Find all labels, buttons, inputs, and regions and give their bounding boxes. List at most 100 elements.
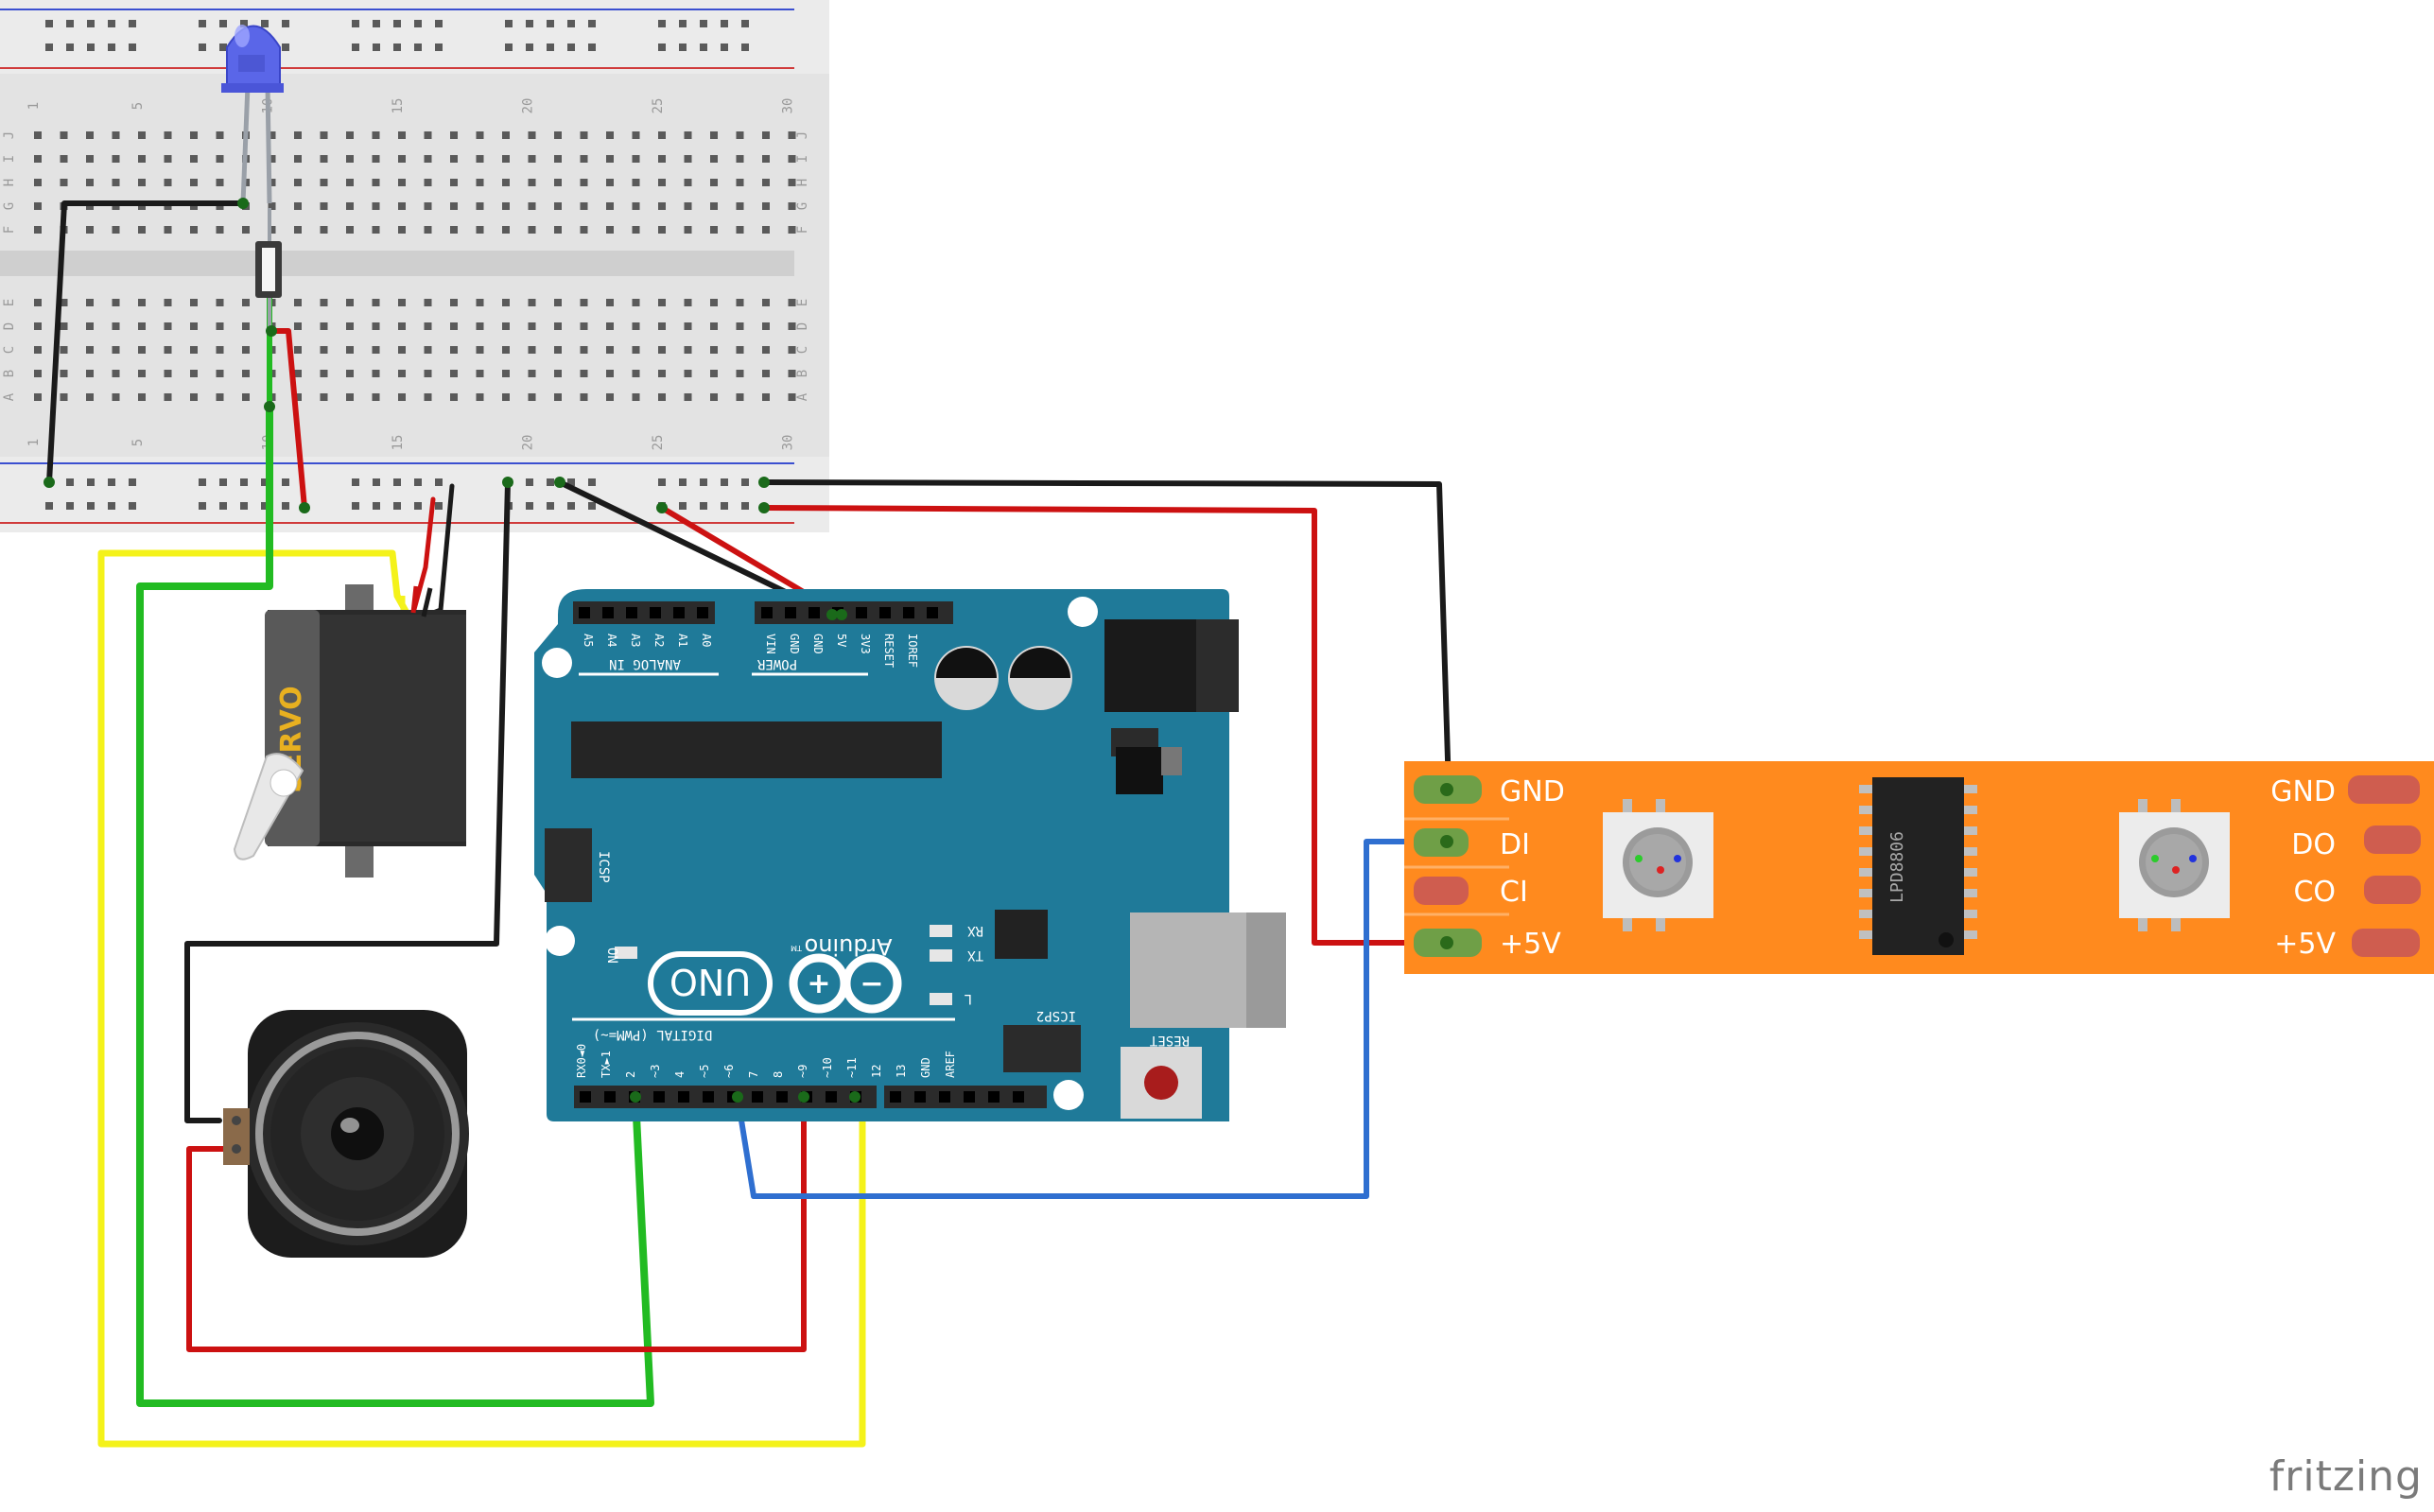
servo-motor: SERVO bbox=[233, 584, 466, 878]
svg-text:~9: ~9 bbox=[796, 1065, 809, 1078]
svg-text:25: 25 bbox=[651, 98, 666, 114]
svg-text:+: + bbox=[807, 967, 830, 1000]
svg-text:13: 13 bbox=[895, 1065, 908, 1078]
svg-text:2: 2 bbox=[624, 1071, 637, 1078]
chip-label: LPD8806 bbox=[1887, 831, 1907, 903]
svg-text:−: − bbox=[860, 967, 883, 1000]
svg-text:20: 20 bbox=[521, 98, 536, 114]
blue-led bbox=[221, 25, 284, 204]
svg-text:I: I bbox=[2, 155, 17, 163]
reset-label: RESET bbox=[1149, 1033, 1190, 1048]
svg-text:~10: ~10 bbox=[821, 1057, 834, 1078]
svg-text:TX►1: TX►1 bbox=[600, 1051, 613, 1078]
svg-text:C: C bbox=[795, 346, 810, 354]
svg-text:A0: A0 bbox=[700, 634, 713, 647]
strip-left-pad-gnd: GND bbox=[1500, 775, 1565, 808]
wire-black-led-gnd bbox=[46, 200, 246, 485]
icsp-label: ICSP bbox=[596, 851, 611, 883]
svg-text:A: A bbox=[2, 392, 17, 401]
svg-text:25: 25 bbox=[651, 435, 666, 451]
svg-text:30: 30 bbox=[781, 435, 796, 451]
svg-text:IOREF: IOREF bbox=[906, 634, 919, 668]
svg-text:1: 1 bbox=[26, 439, 42, 446]
svg-text:F: F bbox=[2, 226, 17, 234]
svg-text:4: 4 bbox=[673, 1071, 687, 1078]
svg-text:15: 15 bbox=[391, 435, 406, 451]
on-label: ON bbox=[604, 947, 619, 964]
svg-text:C: C bbox=[2, 346, 17, 354]
svg-text:B: B bbox=[2, 370, 17, 377]
wire-endpoints bbox=[43, 198, 1453, 1103]
svg-text:12: 12 bbox=[870, 1065, 883, 1078]
arduino-uno: UNO + − Arduino TM ANALOG IN POWER DIGIT… bbox=[534, 589, 1286, 1121]
rgb-led-1 bbox=[1603, 799, 1713, 931]
speaker bbox=[223, 1010, 469, 1258]
fritzing-watermark: fritzing bbox=[2269, 1452, 2423, 1501]
arduino-model: UNO bbox=[669, 961, 751, 1002]
svg-text:20: 20 bbox=[521, 435, 536, 451]
svg-text:AREF: AREF bbox=[944, 1051, 957, 1078]
arduino-logo-text: Arduino bbox=[805, 933, 893, 960]
svg-text:E: E bbox=[2, 299, 17, 306]
svg-text:5: 5 bbox=[130, 102, 146, 110]
strip-left-pad-ci: CI bbox=[1500, 876, 1528, 909]
digital-label: DIGITAL (PWM=~) bbox=[593, 1027, 712, 1042]
wire-blue-data bbox=[735, 839, 1450, 1199]
l-label: L bbox=[965, 991, 972, 1006]
svg-text:A5: A5 bbox=[582, 634, 595, 647]
svg-text:GND: GND bbox=[788, 634, 801, 654]
svg-text:J: J bbox=[795, 131, 810, 139]
svg-text:A2: A2 bbox=[652, 634, 666, 647]
wire-black-strip-gnd bbox=[761, 479, 1452, 792]
svg-text:VIN: VIN bbox=[764, 634, 777, 654]
svg-text:~6: ~6 bbox=[722, 1065, 736, 1078]
lpd8806-chip: LPD8806 bbox=[1859, 777, 1977, 955]
svg-text:J: J bbox=[2, 131, 17, 139]
svg-text:RESET: RESET bbox=[882, 634, 895, 668]
svg-text:D: D bbox=[2, 322, 17, 330]
icsp2-label: ICSP2 bbox=[1036, 1008, 1076, 1023]
svg-text:7: 7 bbox=[747, 1071, 760, 1078]
rx-label: RX bbox=[967, 923, 983, 938]
strip-right-pad-co: CO bbox=[2293, 876, 2336, 909]
svg-text:H: H bbox=[2, 179, 17, 186]
svg-text:30: 30 bbox=[781, 98, 796, 114]
svg-text:I: I bbox=[795, 155, 810, 163]
wire-red-strip-5v bbox=[761, 505, 1450, 946]
svg-text:GND: GND bbox=[811, 634, 825, 654]
strip-left-pad-5v: +5V bbox=[1500, 928, 1561, 961]
svg-text:~3: ~3 bbox=[649, 1065, 662, 1078]
tx-label: TX bbox=[967, 947, 983, 963]
svg-text:H: H bbox=[795, 179, 810, 186]
svg-text:GND: GND bbox=[919, 1057, 932, 1078]
strip-left-pad-di: DI bbox=[1500, 828, 1530, 861]
analog-in-label: ANALOG IN bbox=[609, 656, 681, 671]
wire-red-speaker bbox=[186, 1094, 807, 1352]
led-strip: LPD8806 GND DI CI +5V GND DO CO +5V bbox=[1404, 761, 2434, 974]
svg-text:5: 5 bbox=[130, 439, 146, 446]
svg-text:8: 8 bbox=[772, 1071, 785, 1078]
wire-black-speaker bbox=[184, 479, 511, 1123]
arduino-tm: TM bbox=[791, 944, 803, 952]
svg-text:A3: A3 bbox=[629, 634, 642, 647]
resistor bbox=[255, 208, 282, 331]
svg-text:RX0◄0: RX0◄0 bbox=[575, 1044, 588, 1078]
strip-right-pad-5v: +5V bbox=[2274, 928, 2336, 961]
rgb-led-2 bbox=[2119, 799, 2230, 931]
svg-text:G: G bbox=[795, 202, 810, 210]
svg-text:B: B bbox=[795, 370, 810, 377]
power-label: POWER bbox=[756, 656, 797, 671]
svg-text:D: D bbox=[795, 322, 810, 330]
svg-text:~11: ~11 bbox=[845, 1057, 859, 1078]
wire-red-servo bbox=[410, 496, 436, 616]
svg-text:F: F bbox=[795, 226, 810, 234]
svg-text:A4: A4 bbox=[605, 634, 618, 647]
strip-right-pad-gnd: GND bbox=[2270, 775, 2336, 808]
svg-text:G: G bbox=[2, 202, 17, 210]
svg-text:5V: 5V bbox=[835, 634, 848, 647]
strip-right-pad-do: DO bbox=[2291, 828, 2336, 861]
svg-text:~5: ~5 bbox=[698, 1065, 711, 1078]
svg-text:A: A bbox=[795, 392, 810, 401]
